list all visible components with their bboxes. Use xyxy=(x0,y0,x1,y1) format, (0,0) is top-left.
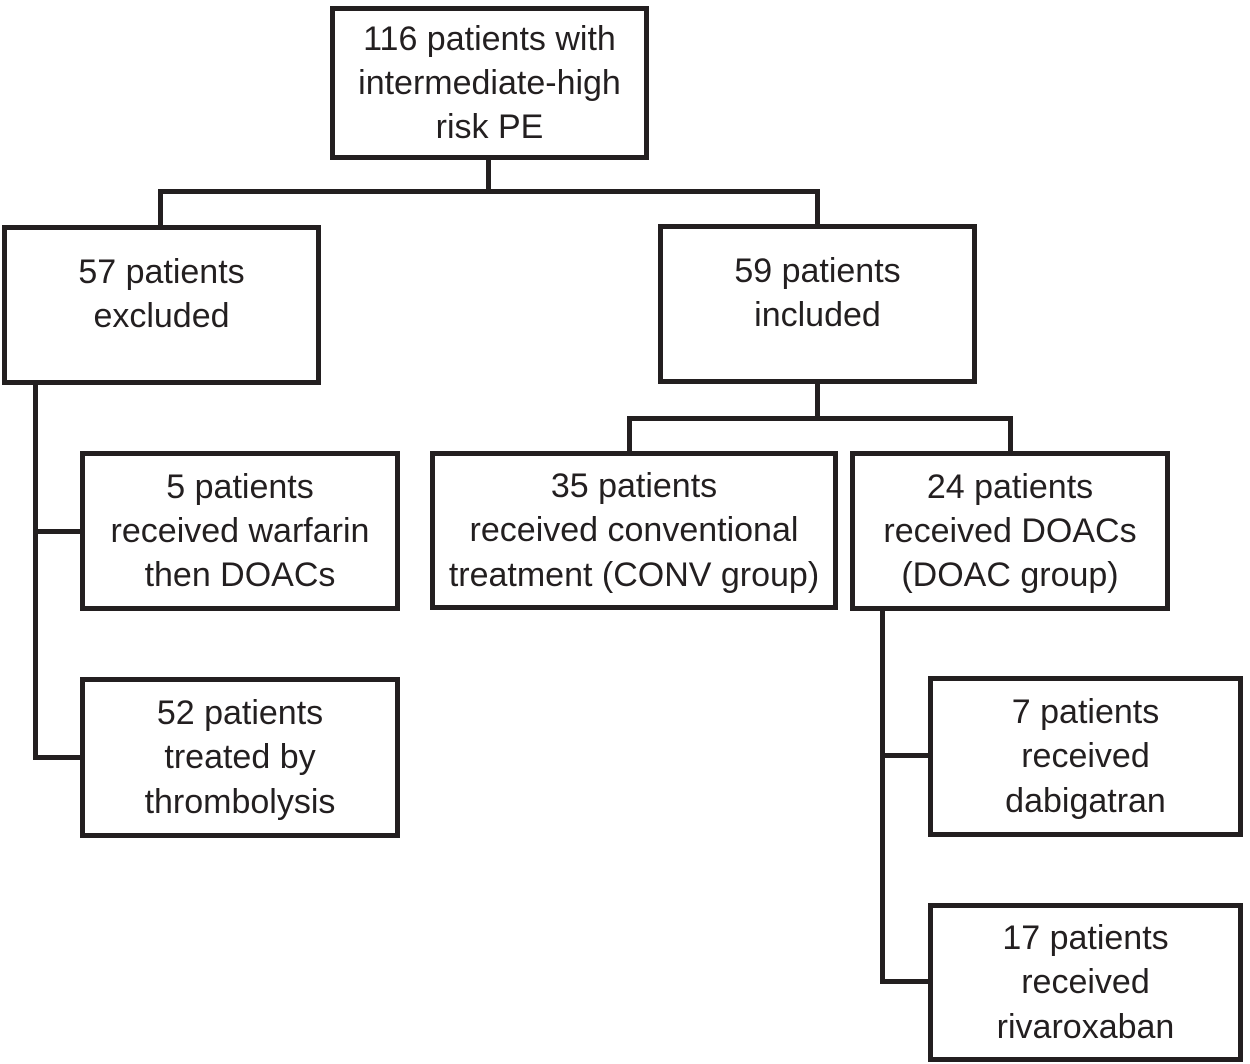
node-warfarin-then-doacs: 5 patients received warfarin then DOACs xyxy=(80,451,400,611)
connector-excluded-spine xyxy=(33,383,38,760)
connector-included-to-branch xyxy=(815,382,820,421)
connector-spine-to-warfarin xyxy=(33,529,82,534)
connector-total-to-branch xyxy=(486,158,491,194)
connector-branch-to-doac xyxy=(1008,416,1013,453)
connector-level1-horizontal xyxy=(158,189,820,194)
node-doac-group: 24 patients received DOACs (DOAC group) xyxy=(850,451,1170,611)
connector-spine-to-thrombolysis xyxy=(33,755,82,760)
node-rivaroxaban-patients: 17 patients received rivaroxaban xyxy=(928,903,1243,1062)
connector-branch-to-included xyxy=(815,189,820,226)
connector-doac-spine xyxy=(880,609,885,984)
connector-branch-to-conv xyxy=(627,416,632,453)
node-included-patients: 59 patients included xyxy=(658,224,977,384)
node-excluded-patients: 57 patients excluded xyxy=(2,225,321,385)
node-dabigatran-patients: 7 patients received dabigatran xyxy=(928,676,1243,837)
connector-level2-horizontal xyxy=(627,416,1013,421)
connector-spine-to-rivaroxaban xyxy=(880,979,930,984)
node-total-patients: 116 patients with intermediate-high risk… xyxy=(330,6,649,160)
node-thrombolysis-patients: 52 patients treated by thrombolysis xyxy=(80,677,400,838)
connector-branch-to-excluded xyxy=(158,189,163,227)
node-conventional-treatment-group: 35 patients received conventional treatm… xyxy=(430,451,838,610)
connector-spine-to-dabigatran xyxy=(880,753,930,758)
